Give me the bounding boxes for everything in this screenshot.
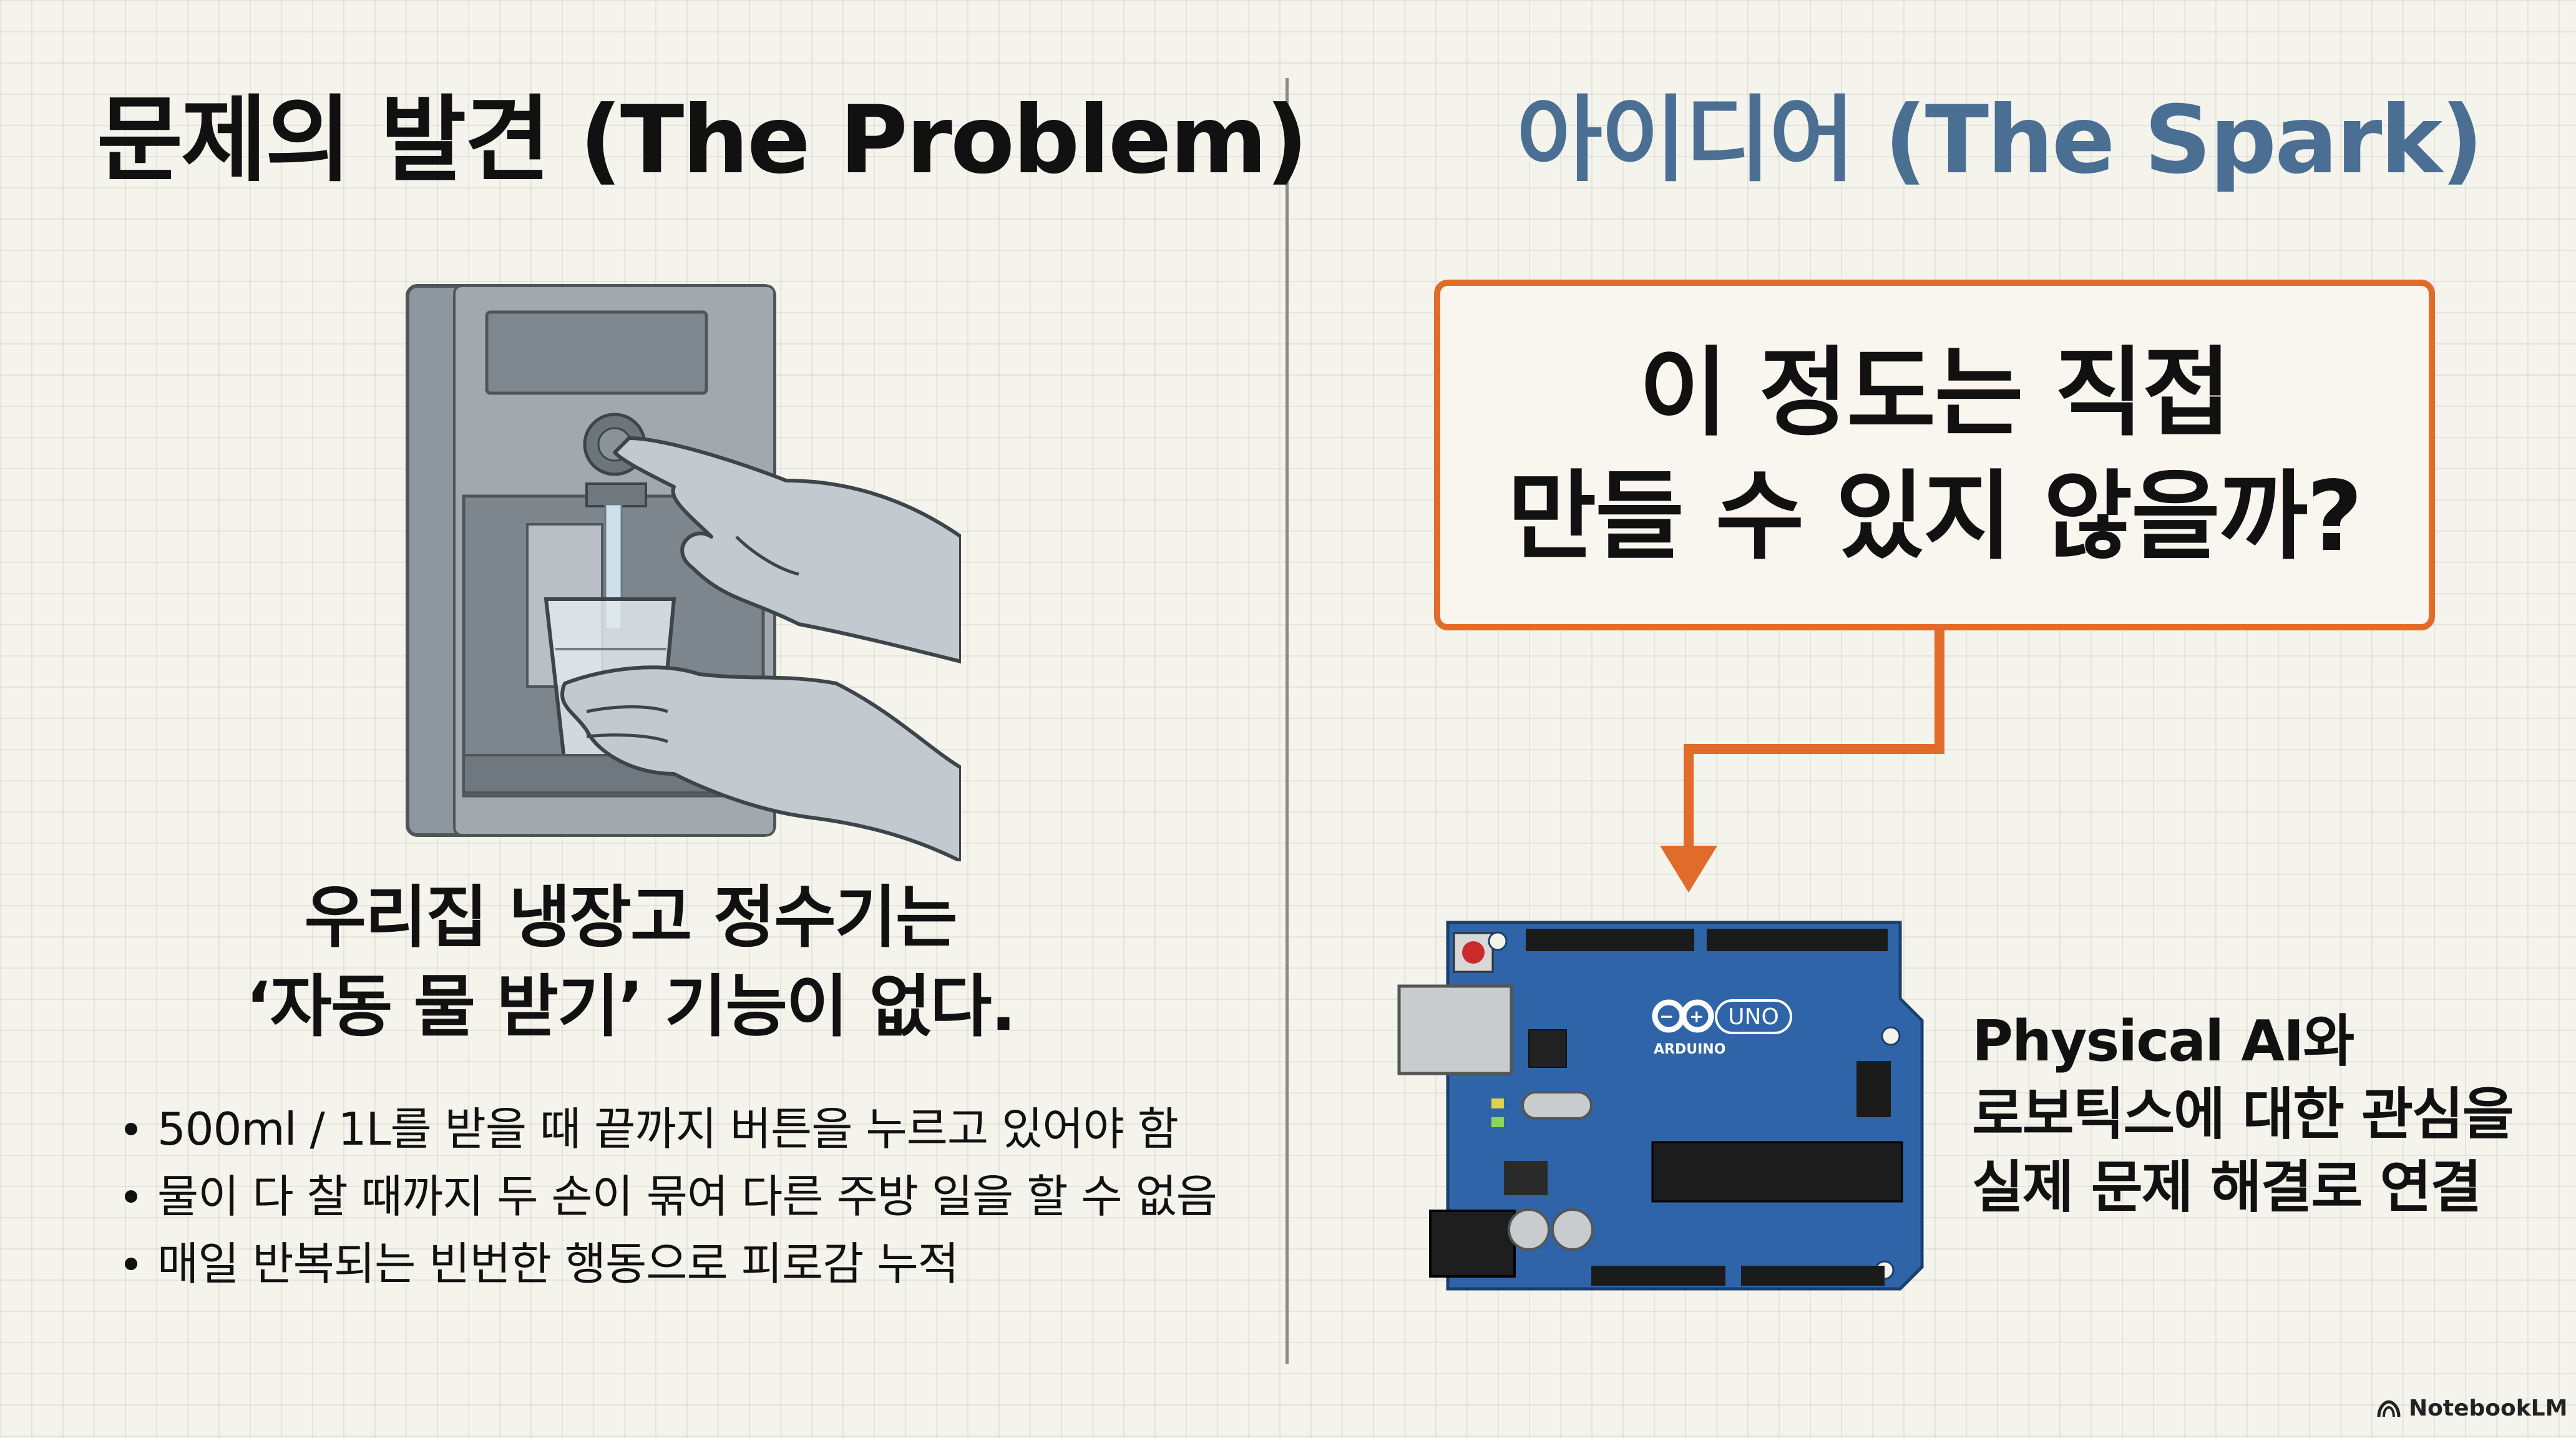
notebooklm-logo-icon (2377, 1399, 2401, 1417)
description-line-2: 로보틱스에 대한 관심을 (1972, 1082, 2514, 1147)
watermark-label: NotebookLM (2409, 1396, 2568, 1421)
physical-ai-description: Physical AI와 로보틱스에 대한 관심을 실제 문제 해결로 연결 (1972, 1005, 2571, 1224)
description-line-3: 실제 문제 해결로 연결 (1972, 1155, 2482, 1220)
bullet-item: 매일 반복되는 빈번한 행동으로 피로감 누적 (125, 1230, 1248, 1298)
problem-caption: 우리집 냉장고 정수기는 ‘자동 물 받기’ 기능이 없다. (187, 874, 1073, 1052)
board-model-label: UNO (1728, 1004, 1779, 1030)
arduino-board-illustration: − + UNO ARDUINO (1397, 921, 1924, 1291)
bullet-item: 물이 다 찰 때까지 두 손이 묶여 다른 주방 일을 할 수 없음 (125, 1163, 1248, 1230)
bullet-dot-icon (125, 1123, 137, 1135)
spark-line-2: 만들 수 있지 않을까? (1507, 460, 2363, 573)
bullet-text: 물이 다 찰 때까지 두 손이 묶여 다른 주방 일을 할 수 없음 (157, 1170, 1217, 1223)
spark-callout-box: 이 정도는 직접 만들 수 있지 않을까? (1434, 280, 2435, 630)
connector-arrow-icon (1660, 630, 1944, 893)
spark-title: 아이디어 (The Spark) (1516, 86, 2484, 195)
notebooklm-watermark: NotebookLM (2376, 1396, 2567, 1421)
panel-divider (1286, 78, 1289, 1364)
water-dispenser-illustration (406, 284, 961, 861)
problem-caption-line-2: ‘자동 물 받기’ 기능이 없다. (245, 967, 1016, 1046)
problem-caption-line-1: 우리집 냉장고 정수기는 (304, 879, 958, 957)
svg-text:−: − (1659, 1006, 1674, 1027)
bullet-dot-icon (125, 1258, 137, 1270)
bullet-dot-icon (125, 1190, 137, 1203)
spark-callout-text: 이 정도는 직접 만들 수 있지 않을까? (1507, 331, 2363, 579)
problem-bullet-list: 500ml / 1L를 받을 때 끝까지 버튼을 누르고 있어야 함 물이 다 … (125, 1095, 1248, 1298)
description-line-1: Physical AI와 (1972, 1009, 2354, 1074)
bullet-text: 500ml / 1L를 받을 때 끝까지 버튼을 누르고 있어야 함 (157, 1103, 1179, 1155)
bullet-item: 500ml / 1L를 받을 때 끝까지 버튼을 누르고 있어야 함 (125, 1095, 1248, 1163)
svg-text:+: + (1689, 1006, 1704, 1027)
board-brand-label: ARDUINO (1654, 1042, 1725, 1057)
problem-title: 문제의 발견 (The Problem) (97, 86, 1308, 195)
bullet-text: 매일 반복되는 빈번한 행동으로 피로감 누적 (157, 1238, 959, 1290)
spark-line-1: 이 정도는 직접 (1639, 336, 2232, 449)
